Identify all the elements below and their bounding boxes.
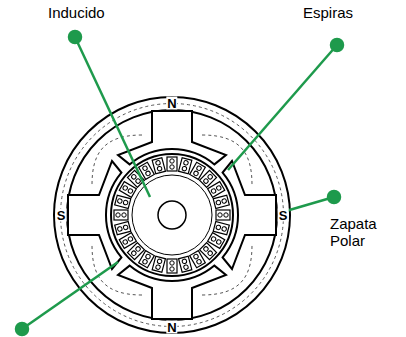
pole-letter: S bbox=[56, 209, 67, 222]
leader-lines bbox=[75, 37, 150, 197]
pole-shoes bbox=[68, 111, 276, 319]
part-label: Zapata Polar bbox=[330, 215, 388, 250]
leader-lines bbox=[331, 39, 343, 51]
pole-letter: S bbox=[278, 209, 289, 222]
part-label: Espiras bbox=[303, 4, 353, 21]
armature-coils bbox=[213, 195, 229, 208]
part-label: Inducido bbox=[48, 4, 105, 21]
leader-lines bbox=[228, 45, 337, 170]
pole-letter: N bbox=[166, 321, 177, 334]
leader-lines bbox=[22, 262, 118, 329]
armature-coils bbox=[179, 256, 192, 272]
armature-coils bbox=[208, 182, 225, 198]
leader-lines bbox=[328, 191, 340, 203]
shaft bbox=[158, 201, 186, 229]
armature-coils bbox=[114, 210, 128, 220]
leader-lines bbox=[69, 31, 81, 43]
armature-coils bbox=[167, 259, 177, 273]
armature-coils bbox=[213, 222, 229, 235]
armature-coils bbox=[190, 251, 206, 268]
yoke-outer bbox=[54, 97, 290, 333]
illustration-ground bbox=[55, 95, 291, 337]
pole-letter: N bbox=[166, 97, 177, 110]
armature-coils bbox=[179, 158, 192, 174]
flux-lines bbox=[61, 104, 284, 327]
armature bbox=[111, 154, 233, 276]
armature-coils bbox=[115, 222, 131, 235]
armature-coils bbox=[167, 157, 177, 171]
armature-coils bbox=[115, 195, 131, 208]
leader-lines bbox=[286, 197, 334, 211]
leader-lines bbox=[16, 31, 343, 335]
dc-machine bbox=[54, 97, 290, 333]
armature-coils bbox=[119, 233, 136, 249]
armature-coils bbox=[152, 256, 165, 272]
armature-coils bbox=[114, 157, 230, 273]
leader-lines bbox=[16, 323, 28, 335]
armature-coils bbox=[216, 210, 230, 220]
yoke-inner bbox=[67, 110, 277, 320]
flux-lines bbox=[61, 104, 284, 327]
armature-coils bbox=[152, 158, 165, 174]
